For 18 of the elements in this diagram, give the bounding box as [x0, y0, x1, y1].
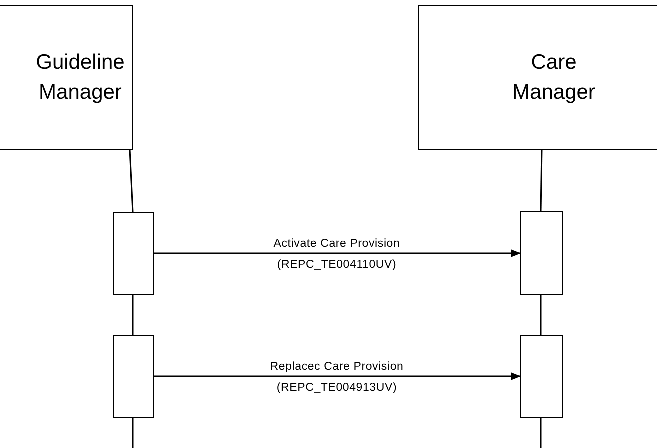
- participant-name: Care Manager: [512, 50, 596, 106]
- participant-name: Guideline Manager: [35, 50, 126, 106]
- message-label: Replacec Care Provision (REPC_TE004913UV): [269, 360, 405, 396]
- message-arrow: [154, 372, 521, 380]
- lifeline: [129, 150, 134, 212]
- lifeline: [540, 418, 542, 448]
- activation-bar: [113, 335, 154, 418]
- lifeline: [132, 418, 134, 448]
- lifeline: [540, 295, 542, 335]
- message-arrow: [154, 250, 521, 258]
- lifeline: [540, 150, 543, 212]
- activation-bar: [113, 212, 154, 295]
- message-label: Activate Care Provision (REPC_TE004110UV): [272, 236, 402, 272]
- lifeline: [132, 295, 134, 335]
- lifeline-head-box: [418, 5, 657, 150]
- activation-bar: [520, 335, 563, 418]
- activation-bar: [520, 211, 563, 295]
- lifeline-head-box: [0, 5, 133, 150]
